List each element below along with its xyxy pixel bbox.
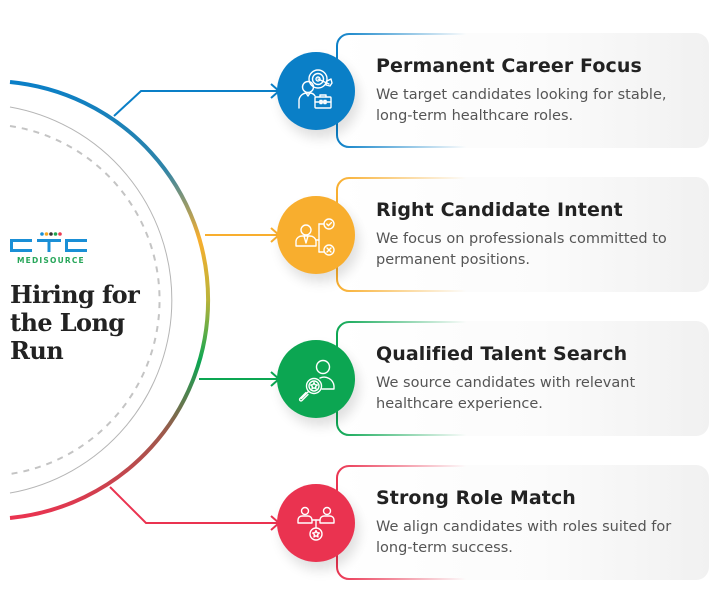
title-line-3: Run — [10, 336, 64, 365]
card-strong-role-match: Strong Role Match We align candidates wi… — [336, 465, 709, 580]
card-title: Qualified Talent Search — [376, 343, 628, 365]
gradient-arc — [9, 80, 211, 520]
badge-career-focus — [277, 52, 355, 130]
logo-dots — [40, 232, 62, 236]
card-title: Right Candidate Intent — [376, 199, 623, 221]
card-description: We source candidates with relevant healt… — [376, 375, 636, 412]
title-line-1: Hiring for — [10, 280, 140, 309]
badge-talent-search — [277, 340, 355, 418]
career-target-icon — [298, 69, 333, 109]
card-description: We align candidates with roles suited fo… — [376, 519, 672, 556]
talent-search-icon — [298, 359, 335, 402]
card-permanent-career-focus: Permanent Career Focus We target candida… — [336, 33, 709, 148]
card-qualified-talent-search: Qualified Talent Search We source candid… — [336, 321, 709, 436]
candidate-decision-icon — [295, 218, 335, 256]
card-title: Permanent Career Focus — [376, 55, 642, 77]
ctc-logo — [10, 232, 87, 252]
role-match-icon — [297, 506, 335, 541]
thin-arc — [9, 106, 173, 494]
card-title: Strong Role Match — [376, 487, 576, 509]
logo-letter-t — [37, 239, 61, 252]
card-description: We target candidates looking for stable,… — [376, 87, 667, 124]
dashed-arc — [9, 125, 161, 475]
card-right-candidate-intent: Right Candidate Intent We focus on profe… — [336, 177, 709, 292]
logo-letter-c2 — [65, 239, 87, 252]
connector-1 — [113, 83, 281, 117]
connector-4 — [109, 486, 281, 531]
card-description: We focus on professionals committed to p… — [376, 231, 667, 268]
connector-3 — [199, 371, 281, 387]
logo-letter-c1 — [10, 239, 32, 252]
page-title: Hiring for the Long Run — [10, 281, 160, 365]
connector-2 — [205, 227, 281, 243]
badge-candidate-intent — [277, 196, 355, 274]
logo-subtext: MEDISOURCE — [17, 256, 85, 265]
badge-role-match — [277, 484, 355, 562]
title-line-2: the Long — [10, 308, 125, 337]
